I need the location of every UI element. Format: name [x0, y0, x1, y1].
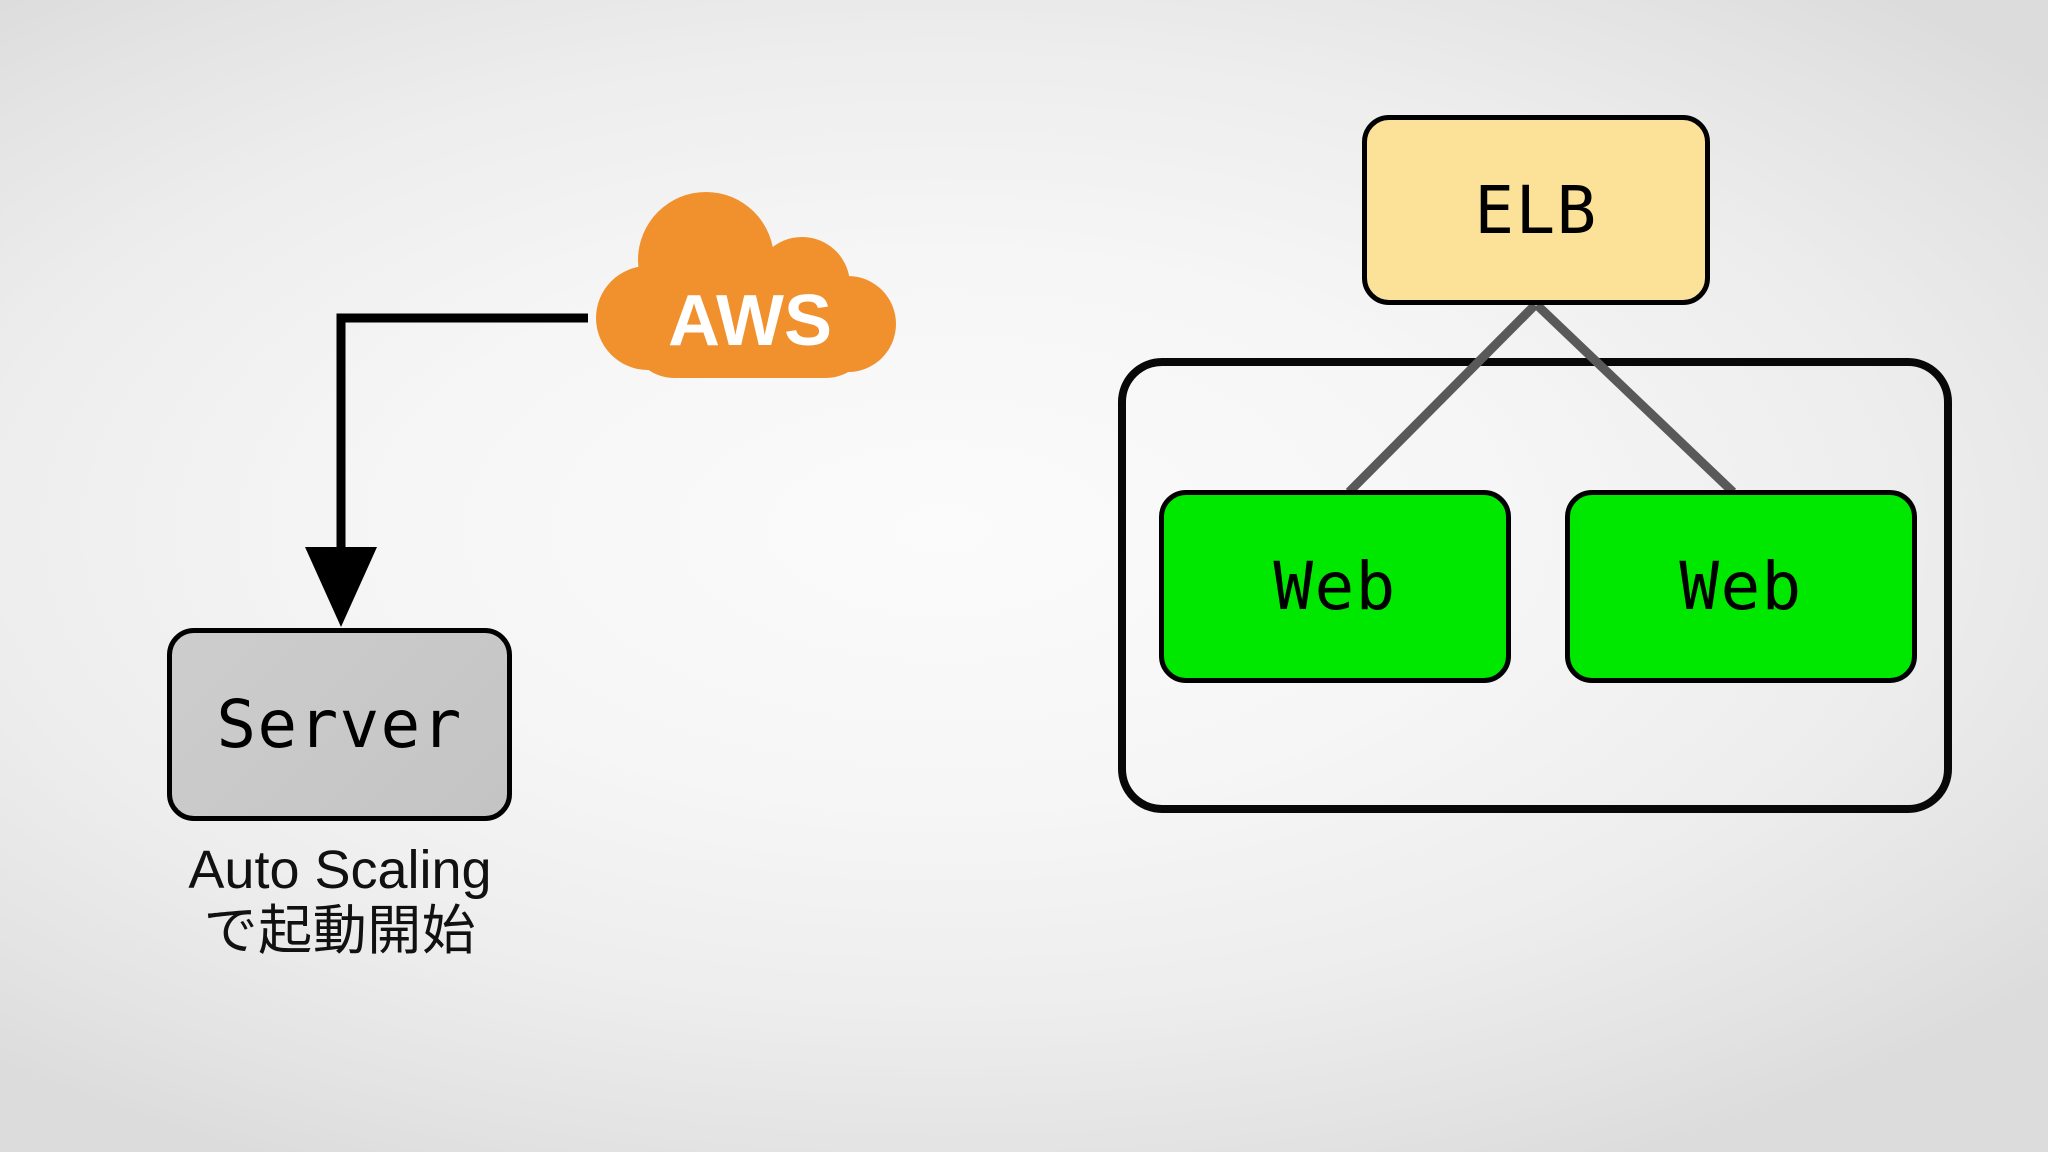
server-caption: Auto Scaling で起動開始 [60, 840, 620, 962]
server-caption-line-2: で起動開始 [203, 901, 477, 962]
server-node-label: Server [216, 686, 463, 763]
elb-node[interactable]: ELB [1362, 115, 1710, 305]
web-node-2-label: Web [1679, 548, 1803, 625]
server-node[interactable]: Server [167, 628, 512, 821]
arrow-aws-to-server-head [305, 547, 377, 627]
arrow-aws-to-server-line [336, 313, 588, 576]
aws-cloud-shape [596, 192, 896, 378]
elb-node-label: ELB [1474, 171, 1598, 249]
aws-cloud-icon: AWS [590, 190, 910, 400]
web-node-2[interactable]: Web [1565, 490, 1917, 683]
web-node-1[interactable]: Web [1159, 490, 1511, 683]
server-caption-line-1: Auto Scaling [188, 840, 492, 900]
web-node-1-label: Web [1273, 548, 1397, 625]
aws-cloud-label: AWS [668, 281, 832, 361]
